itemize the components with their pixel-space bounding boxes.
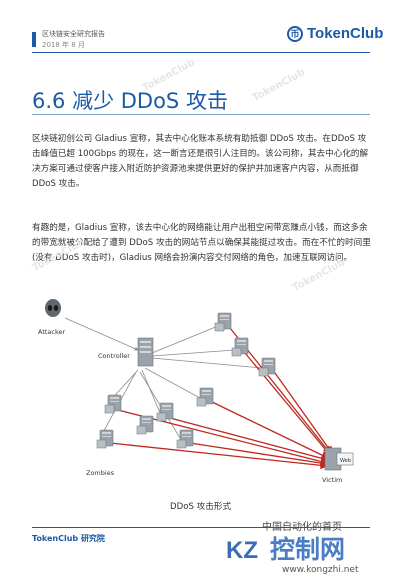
kongzhi-watermark-logo: 中国自动化的首页 KZ 控制网 www.kongzhi.net [226, 520, 359, 575]
victim-icon: Web [324, 447, 354, 471]
footer-label: TokenClub 研究院 [32, 534, 105, 543]
tokenclub-logo-icon: 币 [287, 25, 303, 42]
kongzhi-brand: 控制网 [270, 535, 345, 564]
diagram-caption: DDoS 攻击形式 [170, 502, 232, 512]
controller-label: Controller [98, 352, 130, 360]
report-date: 2018 年 8 月 [42, 41, 85, 49]
title-divider [32, 114, 370, 115]
watermark-text: TokenClub [250, 67, 307, 104]
footer-divider [32, 527, 370, 528]
attacker-label: Attacker [38, 328, 66, 336]
attacker-icon [45, 299, 61, 317]
section-title: 6.6 减少 DDoS 攻击 [32, 89, 228, 113]
kongzhi-slogan: 中国自动化的首页 [262, 520, 342, 533]
paragraph-2: 有趣的是，Gladius 宣称，该去中心化的网络能让用户出租空闲带宽赚点小钱，而… [32, 223, 371, 263]
tokenclub-logo-text: TokenClub [307, 25, 384, 42]
victim-label: Victim [322, 476, 342, 484]
report-title: 区块链安全研究报告 [42, 30, 105, 38]
controller-icon [137, 337, 154, 367]
ddos-attack-diagram: Attacker Controller Zombies Web Victim [38, 299, 354, 484]
kongzhi-url: www.kongzhi.net [282, 565, 359, 575]
victim-web-text: Web [340, 458, 351, 464]
header-divider [32, 52, 370, 53]
zombies-label: Zombies [86, 469, 115, 477]
paragraph-1: 区块链初创公司 Gladius 宣称，其去中心化账本系统有助抵御 DDoS 攻击… [32, 134, 369, 189]
header-accent-bar [32, 32, 36, 47]
tokenclub-logo: 币 TokenClub [287, 25, 383, 42]
svg-text:KZ: KZ [226, 537, 258, 564]
